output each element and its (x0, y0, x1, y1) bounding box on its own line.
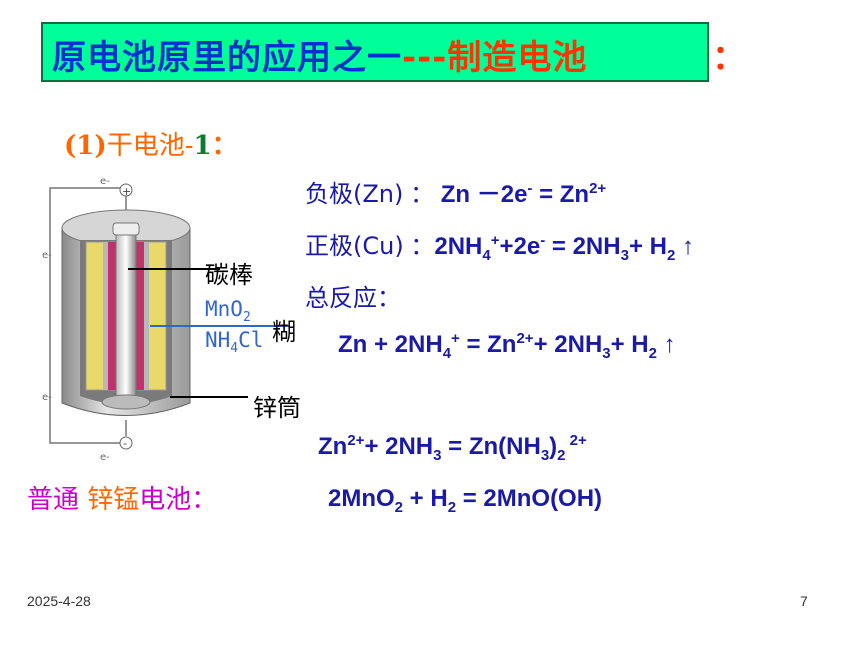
negative-terminal-icon (119, 436, 133, 450)
page-number: 7 (800, 593, 808, 609)
carbon-rod-label: 碳棒 (205, 261, 253, 289)
negative-electrode-equation: 负极(Zn) ： Zn －2e- = Zn2+ (305, 180, 607, 208)
positive-electrode-equation: 正极(Cu) ：2NH4++2e- = 2NH3+ H2 ↑ (305, 232, 694, 264)
electron-label-bottom: e- (100, 452, 110, 463)
overall-reaction-label: 总反应： (305, 284, 401, 312)
minus-sign: - (123, 437, 127, 450)
battery-caption: 普通 锌锰电池： (27, 485, 218, 515)
plus-sign: + (122, 185, 131, 198)
slide-title: 原电池原里的应用之一---制造电池 (52, 38, 588, 78)
slide-title-colon: ： (712, 38, 746, 78)
overall-reaction-equation: Zn + 2NH4+ = Zn2++ 2NH3+ H2 ↑ (338, 330, 676, 362)
zinc-can-label: 锌筒 (253, 394, 301, 422)
carbon-rod-shape (115, 227, 137, 404)
electron-label-top: e- (100, 176, 110, 187)
mno2-reduction-equation: 2MnO2 + H2 = 2MnO(OH) (328, 485, 603, 516)
title-banner (41, 22, 709, 82)
section-heading: (1)干电池-1： (64, 131, 238, 161)
paste-composition: MnO2 NH4Cl (205, 297, 264, 357)
dry-cell-diagram: + - e- e- e- e- (42, 176, 290, 463)
paste-label: 糊 (272, 318, 296, 346)
electron-label-left-1: e- (42, 250, 52, 261)
electron-label-left-2: e- (42, 392, 52, 403)
slide-title-accent: ---制造电池 (402, 38, 588, 78)
complex-ion-equation: Zn2++ 2NH3 = Zn(NH3)2 2+ (318, 432, 587, 464)
footer-date: 2025-4-28 (27, 593, 91, 609)
